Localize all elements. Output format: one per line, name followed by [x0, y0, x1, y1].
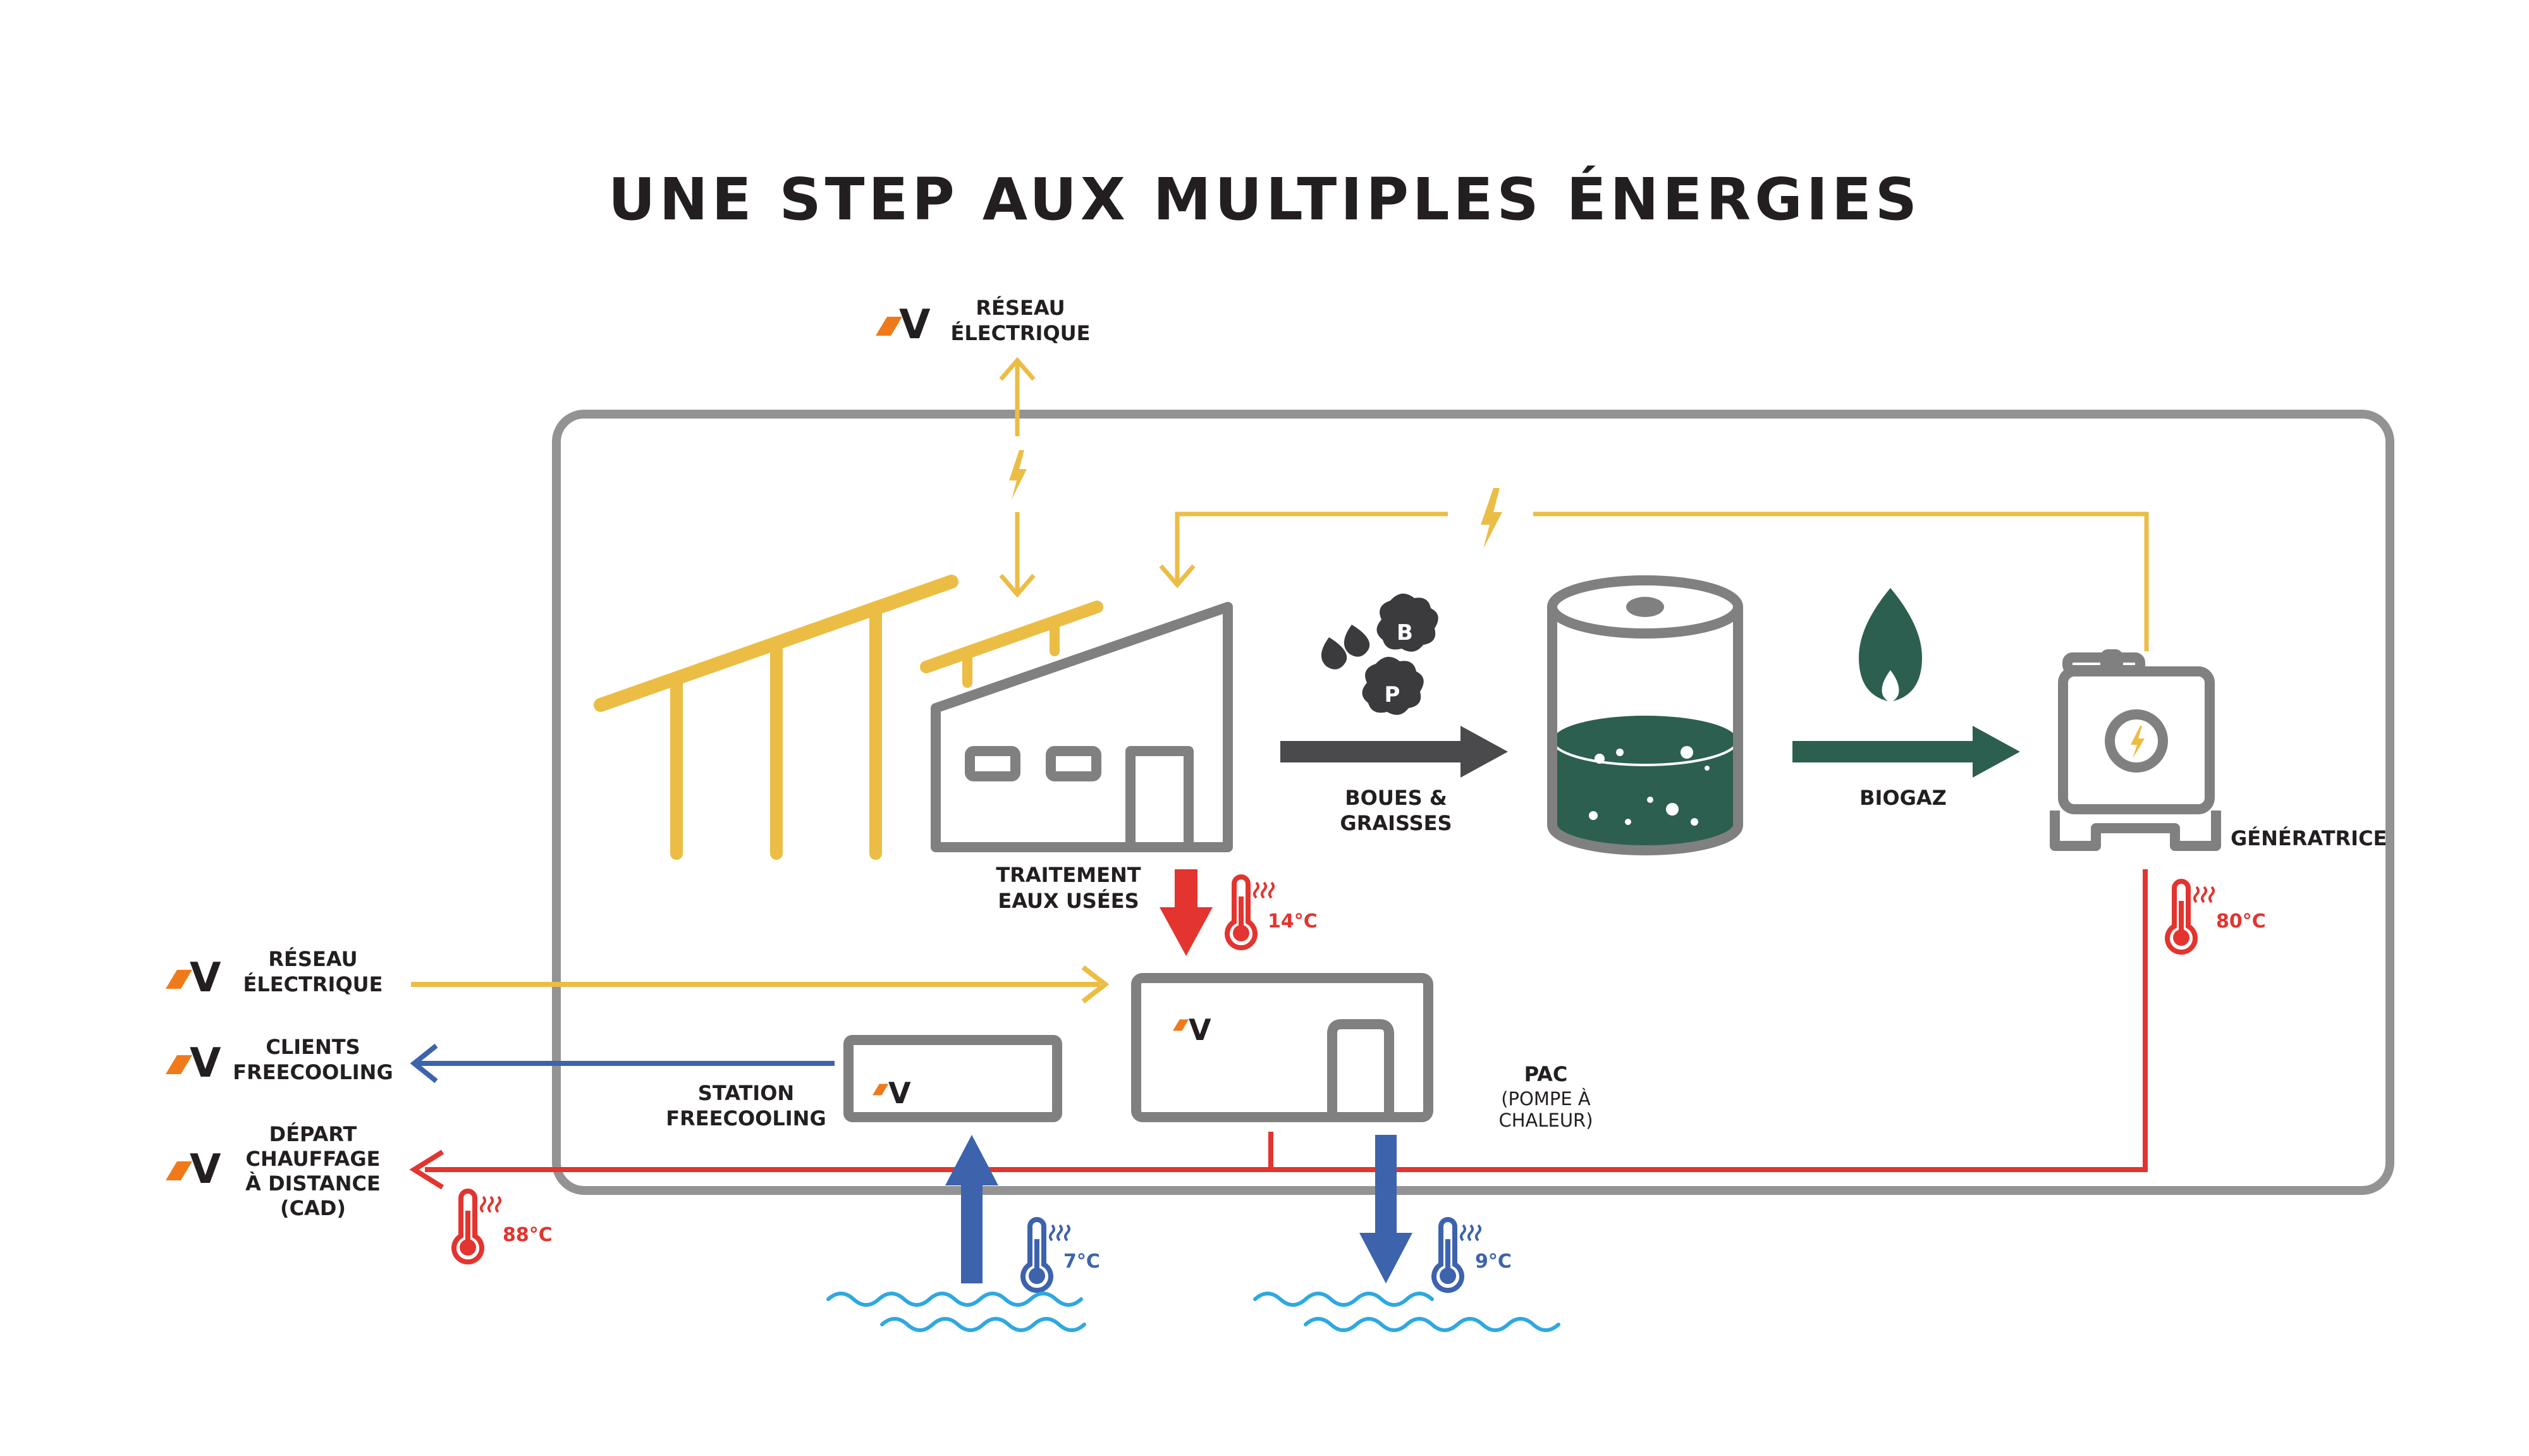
district-temperature: 88°C — [503, 1224, 553, 1246]
bolt-icon — [2131, 726, 2145, 759]
svg-text:B: B — [1397, 620, 1413, 645]
svg-text:V: V — [888, 1076, 911, 1110]
biogas-label: BIOGAZ — [1859, 786, 1947, 810]
sludge-label-line2: GRAISSES — [1340, 811, 1452, 835]
thermometer-icon — [1434, 1220, 1480, 1290]
station-label-line2: FREECOOLING — [666, 1106, 826, 1130]
thermometer-icon — [1227, 877, 1273, 948]
lake-intake-arrow — [945, 1135, 998, 1283]
svg-text:V: V — [190, 1040, 221, 1087]
step-boundary-frame — [552, 410, 2394, 1195]
grid-left-label-line2: ÉLECTRIQUE — [243, 972, 383, 996]
clients-label-line2: FREECOOLING — [233, 1060, 393, 1084]
district-label-line1: DÉPART — [269, 1122, 357, 1146]
freecooling-clients-arrowhead — [410, 1043, 438, 1084]
pac-label: PAC — [1524, 1062, 1568, 1086]
grid-left-label-line1: RÉSEAU — [268, 947, 357, 971]
phosphorus-blob-icon: B — [1376, 593, 1438, 652]
district-heating-arrowhead — [409, 1149, 444, 1190]
digester-tank-icon — [1547, 575, 1743, 855]
sludge-label-line1: BOUES & — [1345, 786, 1447, 810]
sludge-arrow — [1280, 726, 1508, 778]
phosphorus-p-blob-icon: P — [1362, 656, 1424, 715]
svg-text:V: V — [1189, 1013, 1211, 1047]
freecooling-station-box — [843, 1035, 1062, 1122]
intake-temperature: 7°C — [1063, 1251, 1100, 1273]
outflow-temperature: 9°C — [1475, 1251, 1512, 1273]
treatment-label-line2: EAUX USÉES — [998, 889, 1139, 913]
freecooling-station-logo: V — [873, 1076, 911, 1110]
generator-label: GÉNÉRATRICE — [2231, 826, 2387, 850]
svg-text:V: V — [190, 1146, 221, 1193]
page-title: UNE STEP AUX MULTIPLES ÉNERGIES — [608, 165, 1921, 233]
solar-panels-icon — [594, 575, 1103, 860]
thermometer-icon — [2167, 881, 2214, 952]
lake-water-waves-icon — [826, 1292, 1560, 1332]
district-label-line2: CHAUFFAGE — [246, 1147, 381, 1171]
clients-logo: V — [166, 1040, 221, 1087]
clients-label-line1: CLIENTS — [266, 1035, 360, 1059]
thermometer-icon — [1023, 1220, 1069, 1290]
biogas-arrow — [1792, 726, 2020, 778]
pac-sub-line1: (POMPE À — [1501, 1088, 1591, 1110]
sludge-droplets-icon — [1321, 625, 1370, 670]
generator-icon — [2050, 649, 2221, 851]
biogas-flame-icon — [1859, 588, 1922, 702]
wastewater-temperature: 14°C — [1268, 910, 1318, 933]
heat-pump-box — [1131, 973, 1433, 1122]
district-label-line4: (CAD) — [280, 1196, 346, 1220]
grid-top-logo: V — [876, 302, 931, 348]
treatment-building-icon — [931, 602, 1233, 852]
svg-text:V: V — [190, 955, 221, 1001]
grid-exchange-arrow — [999, 357, 1036, 598]
grid-left-logo: V — [166, 955, 221, 1001]
grid-top-label-line1: RÉSEAU — [976, 296, 1065, 320]
thermometer-icon — [454, 1191, 500, 1262]
bolt-icon — [1481, 488, 1502, 549]
district-label-line3: À DISTANCE — [245, 1172, 381, 1196]
heat-pump-logo: V — [1173, 1013, 1211, 1047]
bolt-icon — [1009, 450, 1027, 499]
district-heating-logo: V — [166, 1146, 221, 1193]
generator-power-return-line — [1159, 511, 2149, 651]
treatment-label-line1: TRAITEMENT — [996, 863, 1141, 887]
district-heating-line — [425, 869, 2148, 1172]
pac-sub-line2: CHALEUR) — [1498, 1110, 1593, 1131]
generator-temperature: 80°C — [2216, 910, 2266, 933]
grid-top-label-line2: ÉLECTRIQUE — [950, 321, 1090, 345]
wastewater-heat-arrow — [1160, 869, 1213, 956]
svg-text:V: V — [899, 302, 931, 348]
grid-supply-arrowhead — [1081, 965, 1110, 1004]
station-label-line1: STATION — [698, 1081, 794, 1105]
lake-outflow-arrow — [1359, 1135, 1412, 1283]
svg-text:P: P — [1385, 682, 1400, 707]
